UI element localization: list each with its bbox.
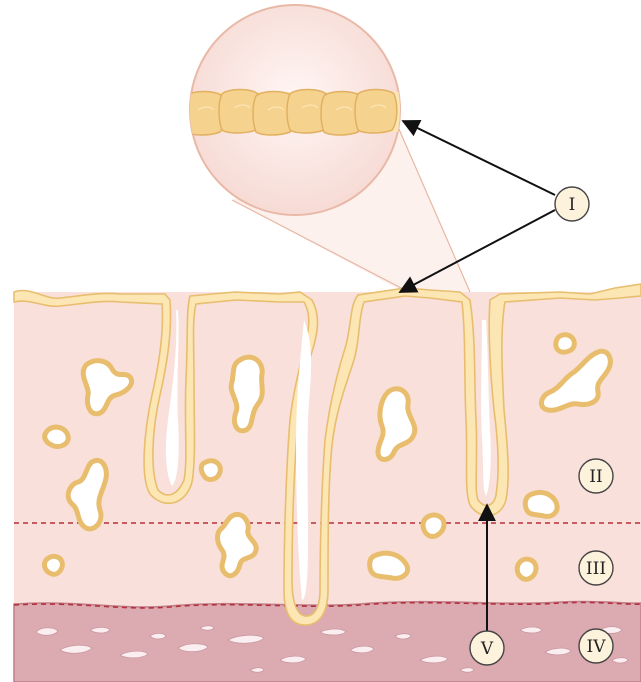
- label-V-text: V: [480, 639, 494, 659]
- muscularis-layer: [14, 601, 641, 682]
- label-III: III: [579, 551, 613, 585]
- label-IV: IV: [579, 629, 613, 663]
- arrow-I-to-magnifier: [403, 121, 555, 195]
- label-I: I: [555, 187, 589, 221]
- label-IV-text: IV: [587, 637, 607, 657]
- epithelial-cells: [183, 90, 397, 136]
- label-III-text: III: [586, 559, 606, 579]
- label-II: II: [579, 459, 613, 493]
- label-I-text: I: [569, 195, 576, 215]
- label-II-text: II: [589, 467, 602, 487]
- magnified-epithelium: [180, 5, 400, 215]
- label-V: V: [470, 631, 504, 665]
